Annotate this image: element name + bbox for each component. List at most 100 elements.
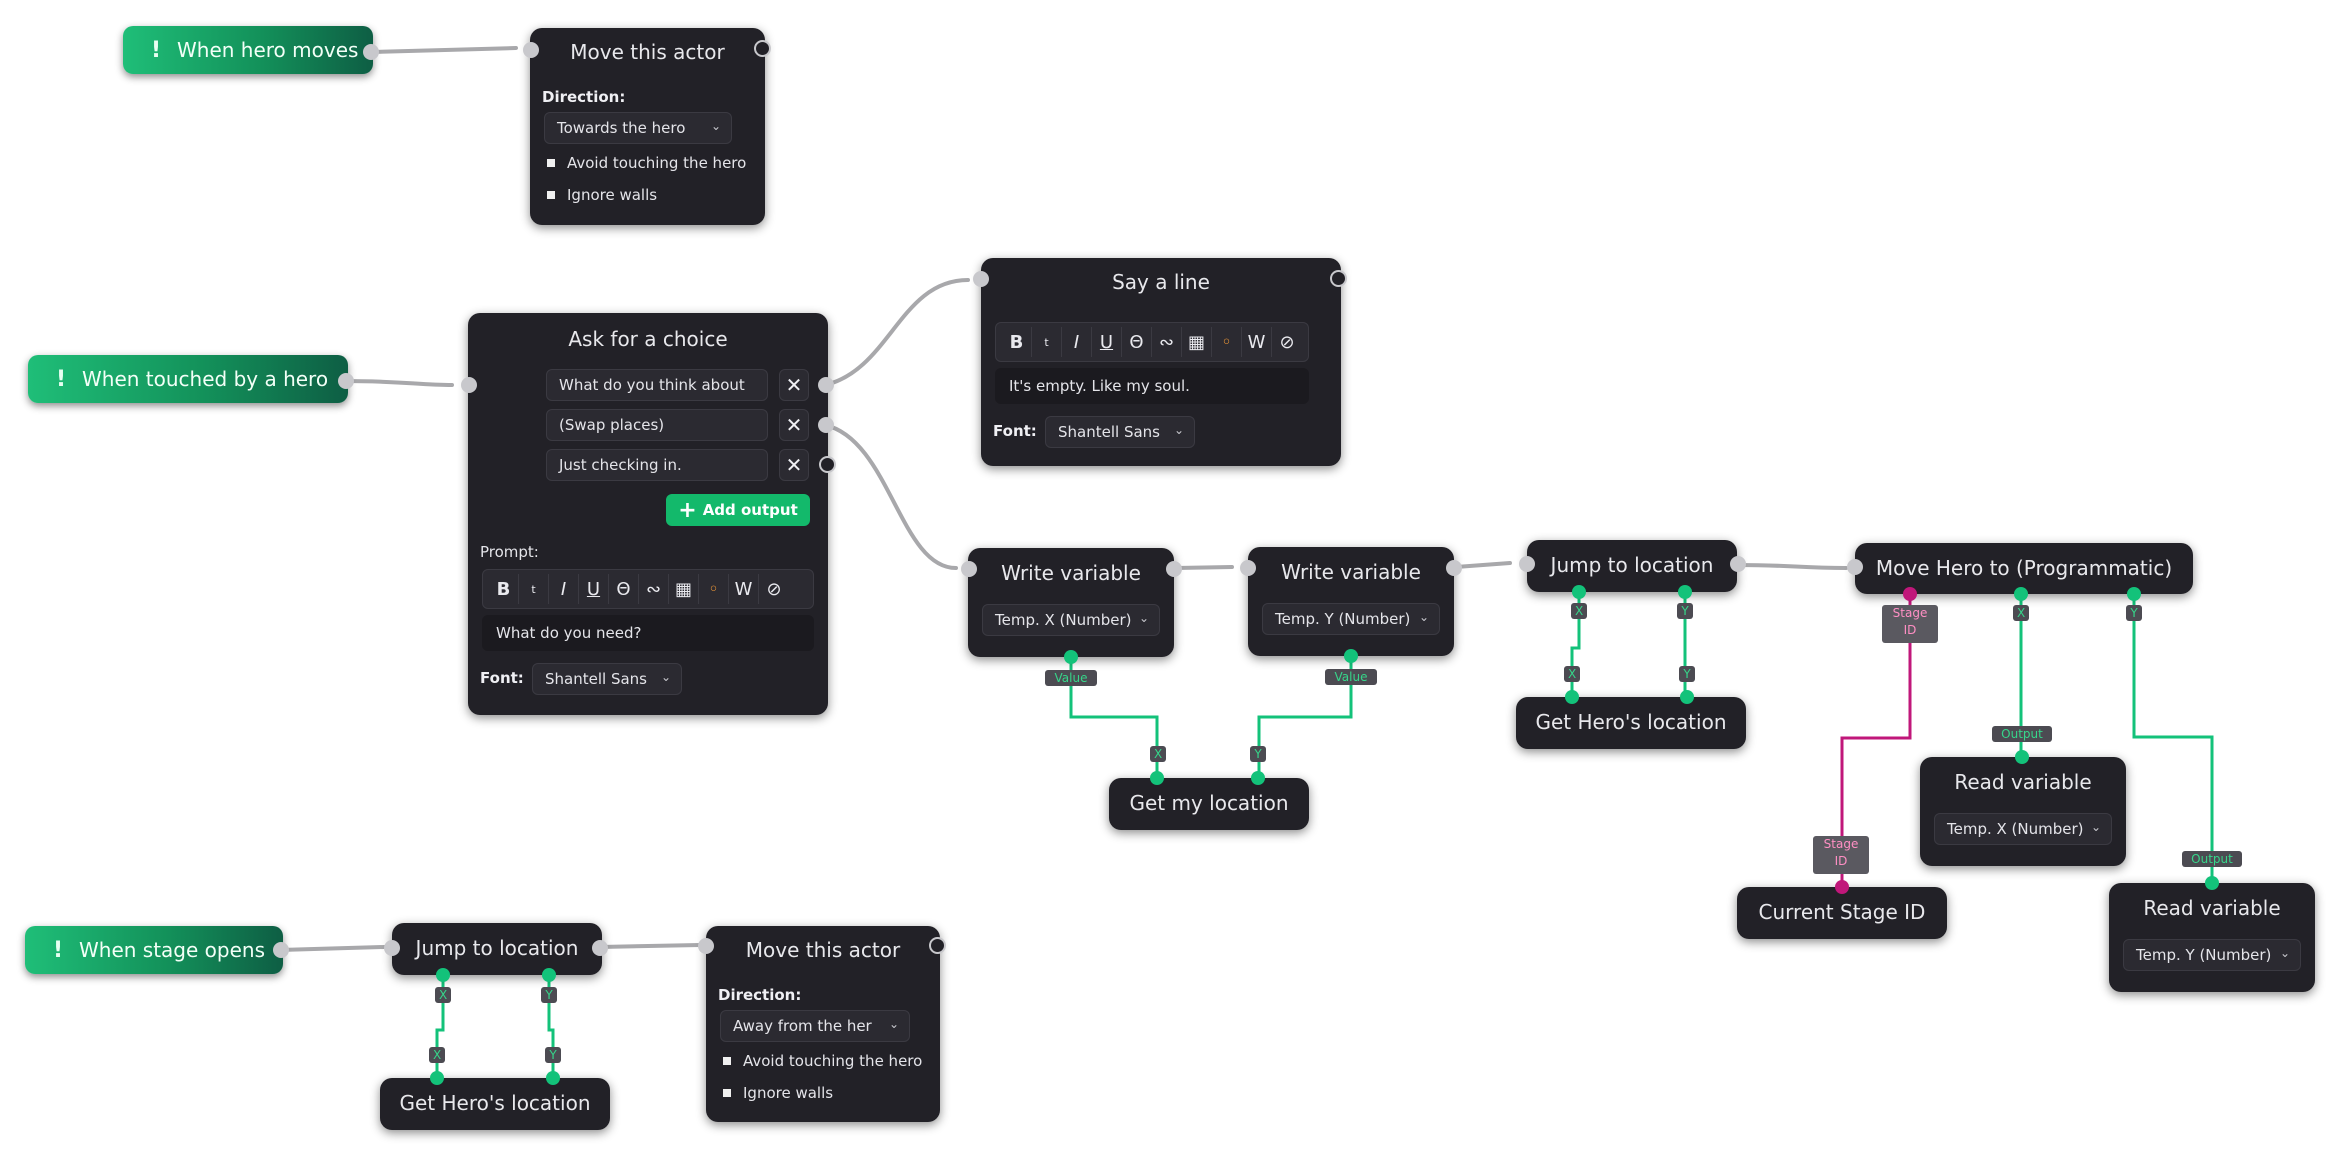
avoid-hero-checkbox[interactable]: Avoid touching the hero: [723, 1052, 922, 1070]
stage-id-input-port[interactable]: [1903, 587, 1917, 601]
rainbow-icon[interactable]: ◦: [1212, 327, 1242, 357]
remove-option-button[interactable]: ✕: [779, 369, 809, 401]
get-heros-location-node[interactable]: Get Hero's location: [380, 1078, 610, 1130]
exec-input-port[interactable]: [384, 940, 400, 956]
ignore-walls-checkbox[interactable]: Ignore walls: [723, 1084, 833, 1102]
ask-for-a-choice-node[interactable]: Ask for a choice What do you think about…: [468, 313, 836, 715]
write-variable-node[interactable]: Write variable Temp. X (Number) ⌄: [968, 548, 1174, 657]
move-hero-programmatic-node[interactable]: Move Hero to (Programmatic): [1855, 543, 2193, 594]
remove-option-button[interactable]: ✕: [779, 449, 809, 481]
exec-output-port[interactable]: [1330, 270, 1347, 287]
exec-input-port[interactable]: [1240, 560, 1256, 576]
exec-input-port[interactable]: [1519, 556, 1535, 572]
trigger-when-touched[interactable]: ! When touched by a hero: [28, 355, 348, 403]
gift-icon[interactable]: ▦: [669, 574, 699, 604]
y-output-port[interactable]: [1251, 771, 1265, 785]
font-dropdown[interactable]: Shantell Sans ⌄: [532, 663, 682, 695]
variable-dropdown[interactable]: Temp. X (Number) ⌄: [982, 604, 1160, 636]
strikethrough-icon[interactable]: Θ: [609, 574, 639, 604]
exec-input-port[interactable]: [461, 377, 477, 393]
x-output-port[interactable]: [430, 1071, 444, 1085]
prompt-text-area[interactable]: What do you need?: [482, 615, 814, 651]
exec-input-port[interactable]: [1847, 559, 1863, 575]
font-dropdown[interactable]: Shantell Sans ⌄: [1045, 416, 1195, 448]
gift-icon[interactable]: ▦: [1182, 327, 1212, 357]
small-text-icon[interactable]: t: [519, 574, 549, 604]
direction-dropdown[interactable]: Away from the her ⌄: [720, 1010, 910, 1042]
exec-output-port[interactable]: [1166, 561, 1182, 577]
exec-output-port[interactable]: [592, 940, 608, 956]
remove-option-button[interactable]: ✕: [779, 409, 809, 441]
write-variable-node[interactable]: Write variable Temp. Y (Number) ⌄: [1248, 547, 1454, 656]
x-input-port[interactable]: [1572, 585, 1586, 599]
value-input-port[interactable]: [1064, 650, 1078, 664]
rainbow-icon[interactable]: ◦: [699, 574, 729, 604]
bold-icon[interactable]: B: [489, 574, 519, 604]
italic-icon[interactable]: I: [1062, 327, 1092, 357]
clear-format-icon[interactable]: ⊘: [1279, 331, 1295, 353]
direction-dropdown[interactable]: Towards the hero ⌄: [544, 112, 732, 144]
wavy-icon[interactable]: ∾: [1152, 327, 1182, 357]
exec-input-port[interactable]: [698, 938, 714, 954]
x-input-port[interactable]: [2014, 587, 2028, 601]
exec-input-port[interactable]: [961, 561, 977, 577]
underline-icon[interactable]: U: [579, 574, 609, 604]
strikethrough-icon[interactable]: Θ: [1122, 327, 1152, 357]
ignore-walls-checkbox[interactable]: Ignore walls: [547, 186, 657, 204]
line-text-area[interactable]: It's empty. Like my soul.: [995, 368, 1309, 404]
x-input-port[interactable]: [436, 968, 450, 982]
read-variable-node[interactable]: Read variable Temp. X (Number) ⌄: [1920, 757, 2126, 866]
get-heros-location-node[interactable]: Get Hero's location: [1516, 697, 1746, 749]
output-port[interactable]: [2205, 876, 2219, 890]
bold-icon[interactable]: B: [1002, 327, 1032, 357]
trigger-when-stage-opens[interactable]: ! When stage opens: [25, 926, 283, 974]
variable-dropdown[interactable]: Temp. Y (Number) ⌄: [2123, 939, 2301, 971]
chevron-down-icon: ⌄: [1418, 610, 1429, 624]
current-stage-id-node[interactable]: Current Stage ID: [1737, 887, 1947, 939]
option-output-port[interactable]: [818, 417, 834, 433]
shake-icon[interactable]: W: [729, 574, 759, 604]
get-my-location-node[interactable]: Get my location: [1109, 778, 1309, 830]
exec-output-port[interactable]: [754, 40, 771, 57]
add-output-button[interactable]: + Add output: [666, 494, 810, 526]
read-variable-node[interactable]: Read variable Temp. Y (Number) ⌄: [2109, 883, 2315, 992]
move-this-actor-node[interactable]: Move this actor Direction: Towards the h…: [530, 28, 771, 225]
exec-output-port[interactable]: [819, 456, 836, 473]
small-text-icon[interactable]: t: [1032, 327, 1062, 357]
option-output-port[interactable]: [818, 377, 834, 393]
exec-output-port[interactable]: [929, 937, 946, 954]
stage-id-output-port[interactable]: [1835, 880, 1849, 894]
italic-icon[interactable]: I: [549, 574, 579, 604]
variable-dropdown[interactable]: Temp. X (Number) ⌄: [1934, 813, 2112, 845]
value-input-port[interactable]: [1344, 649, 1358, 663]
move-this-actor-node[interactable]: Move this actor Direction: Away from the…: [706, 926, 946, 1122]
exec-output-port[interactable]: [1730, 556, 1746, 572]
exec-output-port[interactable]: [363, 44, 379, 60]
exec-output-port[interactable]: [273, 942, 289, 958]
y-output-port[interactable]: [1680, 690, 1694, 704]
x-output-port[interactable]: [1565, 690, 1579, 704]
jump-to-location-node[interactable]: Jump to location: [1527, 540, 1737, 592]
underline-icon[interactable]: U: [1092, 327, 1122, 357]
trigger-when-hero-moves[interactable]: ! When hero moves: [123, 26, 373, 74]
clear-format-icon[interactable]: ⊘: [766, 578, 782, 600]
choice-option-input[interactable]: What do you think about: [546, 369, 768, 401]
choice-option-input[interactable]: (Swap places): [546, 409, 768, 441]
jump-to-location-node[interactable]: Jump to location: [392, 923, 602, 975]
exec-output-port[interactable]: [1446, 560, 1462, 576]
avoid-hero-checkbox[interactable]: Avoid touching the hero: [547, 154, 746, 172]
choice-option-input[interactable]: Just checking in.: [546, 449, 768, 481]
wavy-icon[interactable]: ∾: [639, 574, 669, 604]
y-output-port[interactable]: [546, 1071, 560, 1085]
y-input-port[interactable]: [1678, 585, 1692, 599]
shake-icon[interactable]: W: [1242, 327, 1272, 357]
y-input-port[interactable]: [542, 968, 556, 982]
exec-output-port[interactable]: [338, 373, 354, 389]
x-output-port[interactable]: [1150, 771, 1164, 785]
output-port[interactable]: [2015, 750, 2029, 764]
exec-input-port[interactable]: [523, 42, 539, 58]
variable-dropdown[interactable]: Temp. Y (Number) ⌄: [1262, 603, 1440, 635]
say-a-line-node[interactable]: Say a line B t I U Θ ∾ ▦ ◦ W ⊘ It's empt…: [981, 258, 1347, 466]
y-input-port[interactable]: [2127, 587, 2141, 601]
exec-input-port[interactable]: [973, 271, 989, 287]
